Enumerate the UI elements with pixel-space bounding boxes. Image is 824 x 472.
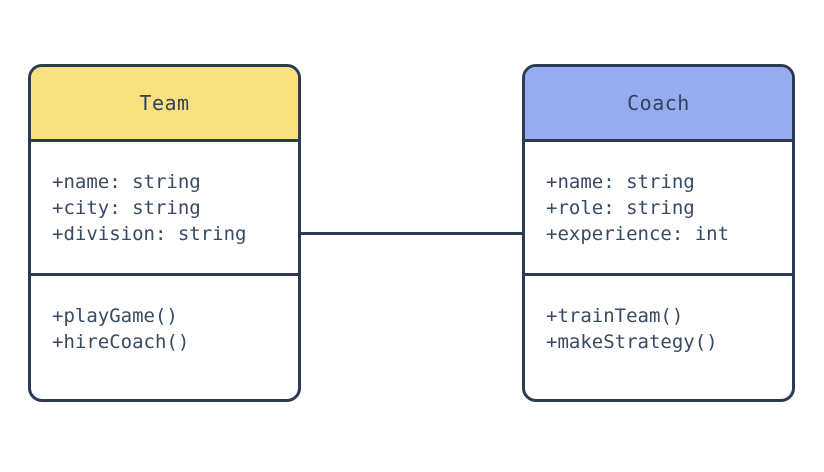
attribute-line: +experience: int xyxy=(546,223,730,245)
method-line: +hireCoach() xyxy=(52,331,190,353)
class-methods-coach: +trainTeam() +makeStrategy() xyxy=(525,276,792,399)
method-line: +trainTeam() xyxy=(546,305,684,327)
class-title-coach: Coach xyxy=(627,91,690,115)
method-line: +makeStrategy() xyxy=(546,331,718,353)
attribute-line: +name: string xyxy=(52,171,201,193)
class-attributes-team: +name: string +city: string +division: s… xyxy=(31,142,298,276)
class-attributes-coach: +name: string +role: string +experience:… xyxy=(525,142,792,276)
method-line: +playGame() xyxy=(52,305,178,327)
attribute-line: +city: string xyxy=(52,197,201,219)
class-header-coach: Coach xyxy=(525,67,792,142)
class-header-team: Team xyxy=(31,67,298,142)
class-box-coach[interactable]: Coach +name: string +role: string +exper… xyxy=(522,64,795,402)
attribute-line: +name: string xyxy=(546,171,695,193)
class-title-team: Team xyxy=(139,91,190,115)
attribute-line: +role: string xyxy=(546,197,695,219)
association-line-team-coach xyxy=(300,232,523,235)
class-methods-team: +playGame() +hireCoach() xyxy=(31,276,298,399)
attribute-line: +division: string xyxy=(52,223,247,245)
class-box-team[interactable]: Team +name: string +city: string +divisi… xyxy=(28,64,301,402)
